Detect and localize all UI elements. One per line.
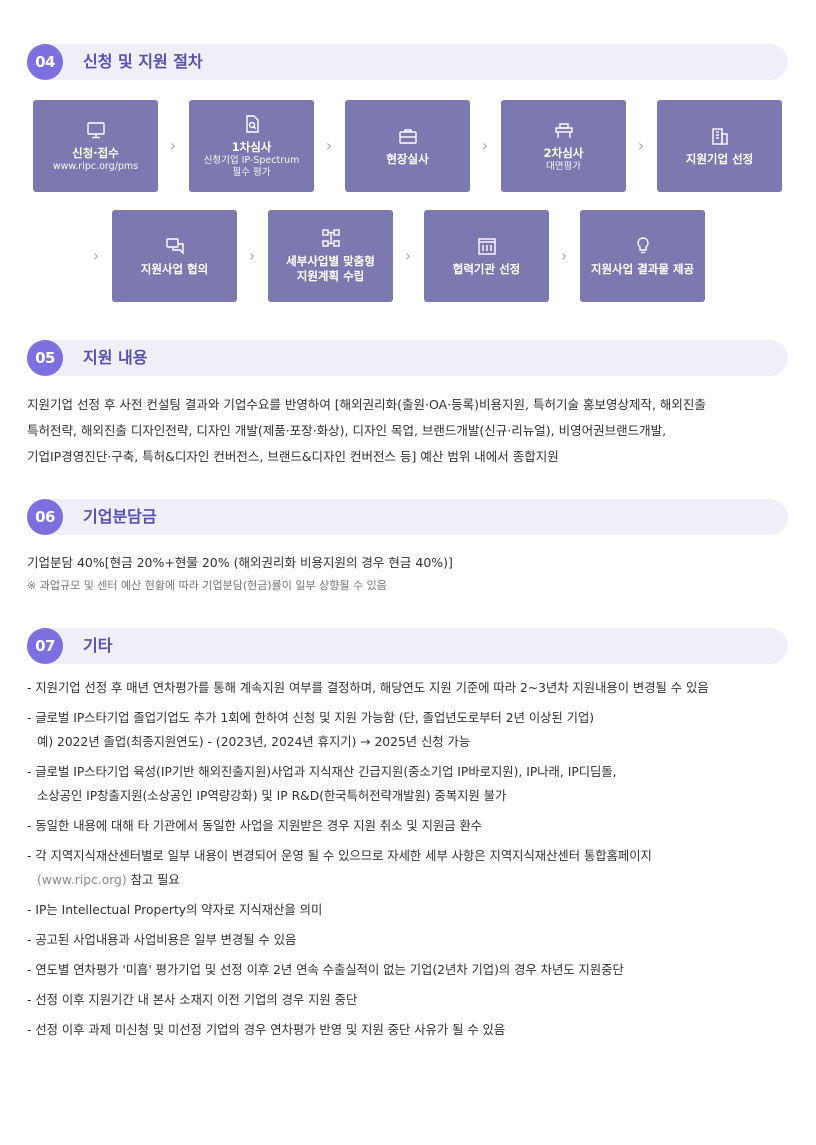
text-line: 지원기업 선정 후 사전 컨설팅 결과와 기업수요를 반영하여 [해외권리화(출… <box>27 397 706 412</box>
building-icon <box>711 127 728 145</box>
section-number: 06 <box>27 499 63 535</box>
step-apply: 신청·접수 www.ripc.org/pms <box>33 100 158 192</box>
list-item: - 지원기업 선정 후 매년 연차평가를 통해 계속지원 여부를 결정하며, 해… <box>27 681 709 695</box>
list-item: - 선정 이후 과제 미신청 및 미선정 기업의 경우 연차평가 반영 및 지원… <box>27 1023 506 1037</box>
step-title: 지원기업 선정 <box>685 151 754 166</box>
section-07-header: 07 기타 <box>27 628 788 664</box>
step-first-review: 1차심사 신청기업 IP-Spectrum 필수 평가 <box>189 100 314 192</box>
ripc-link[interactable]: (www.ripc.org) <box>37 873 127 887</box>
monitor-icon <box>86 121 105 138</box>
step-title: 협력기관 선정 <box>452 261 521 276</box>
step-subtitle: 필수 평가 <box>232 166 271 178</box>
section-title: 기타 <box>83 636 113 655</box>
list-item: - 연도별 연차평가 '미흡' 평가기업 및 선정 이후 2년 연속 수출실적이… <box>27 963 624 977</box>
section-number: 05 <box>27 340 63 376</box>
section-06-header: 06 기업분담금 <box>27 499 788 535</box>
step-site-inspection: 현장실사 <box>345 100 470 192</box>
chevron-right-icon: › <box>481 136 489 155</box>
list-item: - 각 지역지식재산센터별로 일부 내용이 변경되어 운영 될 수 있으므로 자… <box>27 849 652 887</box>
chevron-right-icon: › <box>92 246 100 265</box>
step-title: 1차심사 <box>231 139 272 154</box>
briefcase-icon <box>398 128 417 144</box>
list-item: - 글로벌 IP스타기업 육성(IP기반 해외진출지원)사업과 지식재산 긴급지… <box>27 765 617 803</box>
chevron-right-icon: › <box>637 136 645 155</box>
step-title: 현장실사 <box>386 151 429 166</box>
list-item: - IP는 Intellectual Property의 약자로 지식재산을 의… <box>27 903 323 917</box>
cost-share-text: 기업분담 40%[현금 20%+현물 20% (해외권리화 비용지원의 경우 현… <box>27 555 453 570</box>
step-subtitle: www.ripc.org/pms <box>52 160 139 172</box>
section-number: 07 <box>27 628 63 664</box>
step-title: 지원사업 협의 <box>140 261 209 276</box>
section-04-header: 04 신청 및 지원 절차 <box>27 44 788 80</box>
step-plan: 세부사업별 맞춤형 지원계획 수립 <box>268 210 393 302</box>
desk-icon <box>554 122 573 138</box>
lightbulb-icon <box>636 236 649 253</box>
etc-list: - 지원기업 선정 후 매년 연차평가를 통해 계속지원 여부를 결정하며, 해… <box>27 676 797 1048</box>
list-item: - 공고된 사업내용과 사업비용은 일부 변경될 수 있음 <box>27 933 297 947</box>
step-second-review: 2차심사 대면평가 <box>501 100 626 192</box>
step-partner-selection: 협력기관 선정 <box>424 210 549 302</box>
section-05-header: 05 지원 내용 <box>27 340 788 376</box>
step-consultation: 지원사업 협의 <box>112 210 237 302</box>
step-subtitle: 대면평가 <box>546 160 581 172</box>
section-title: 신청 및 지원 절차 <box>83 52 203 71</box>
step-selection: 지원기업 선정 <box>657 100 782 192</box>
section-number: 04 <box>27 44 63 80</box>
network-icon <box>321 229 340 247</box>
step-title: 2차심사 <box>543 145 584 160</box>
chevron-right-icon: › <box>560 246 568 265</box>
cost-share-note: ※ 과업규모 및 센터 예산 현황에 따라 기업분담(현금)률이 일부 상향될 … <box>27 579 387 592</box>
support-content-text: 지원기업 선정 후 사전 컨설팅 결과와 기업수요를 반영하여 [해외권리화(출… <box>27 392 789 470</box>
office-icon <box>477 237 496 255</box>
list-item: - 동일한 내용에 대해 타 기관에서 동일한 사업을 지원받은 경우 지원 취… <box>27 819 483 833</box>
chevron-right-icon: › <box>248 246 256 265</box>
chevron-right-icon: › <box>404 246 412 265</box>
chevron-right-icon: › <box>169 136 177 155</box>
section-title: 기업분담금 <box>83 507 157 526</box>
document-search-icon <box>245 114 259 133</box>
list-item: - 글로벌 IP스타기업 졸업기업도 추가 1회에 한하여 신청 및 지원 가능… <box>27 711 595 749</box>
step-results: 지원사업 결과물 제공 <box>580 210 705 302</box>
text-line: 기업IP경영진단·구축, 특허&디자인 컨버전스, 브랜드&디자인 컨버전스 등… <box>27 449 559 464</box>
text-line: 특허전략, 해외진출 디자인전략, 디자인 개발(제품·포장·화상), 디자인 … <box>27 423 667 438</box>
section-title: 지원 내용 <box>83 348 148 367</box>
list-item: - 선정 이후 지원기간 내 본사 소재지 이전 기업의 경우 지원 중단 <box>27 993 358 1007</box>
step-title: 세부사업별 맞춤형 <box>286 254 375 268</box>
step-title: 지원사업 결과물 제공 <box>590 261 695 276</box>
chat-icon <box>165 237 184 255</box>
step-subtitle: 신청기업 IP-Spectrum <box>203 154 300 166</box>
step-title: 신청·접수 <box>72 145 119 160</box>
step-title: 지원계획 수립 <box>296 269 365 283</box>
chevron-right-icon: › <box>325 136 333 155</box>
